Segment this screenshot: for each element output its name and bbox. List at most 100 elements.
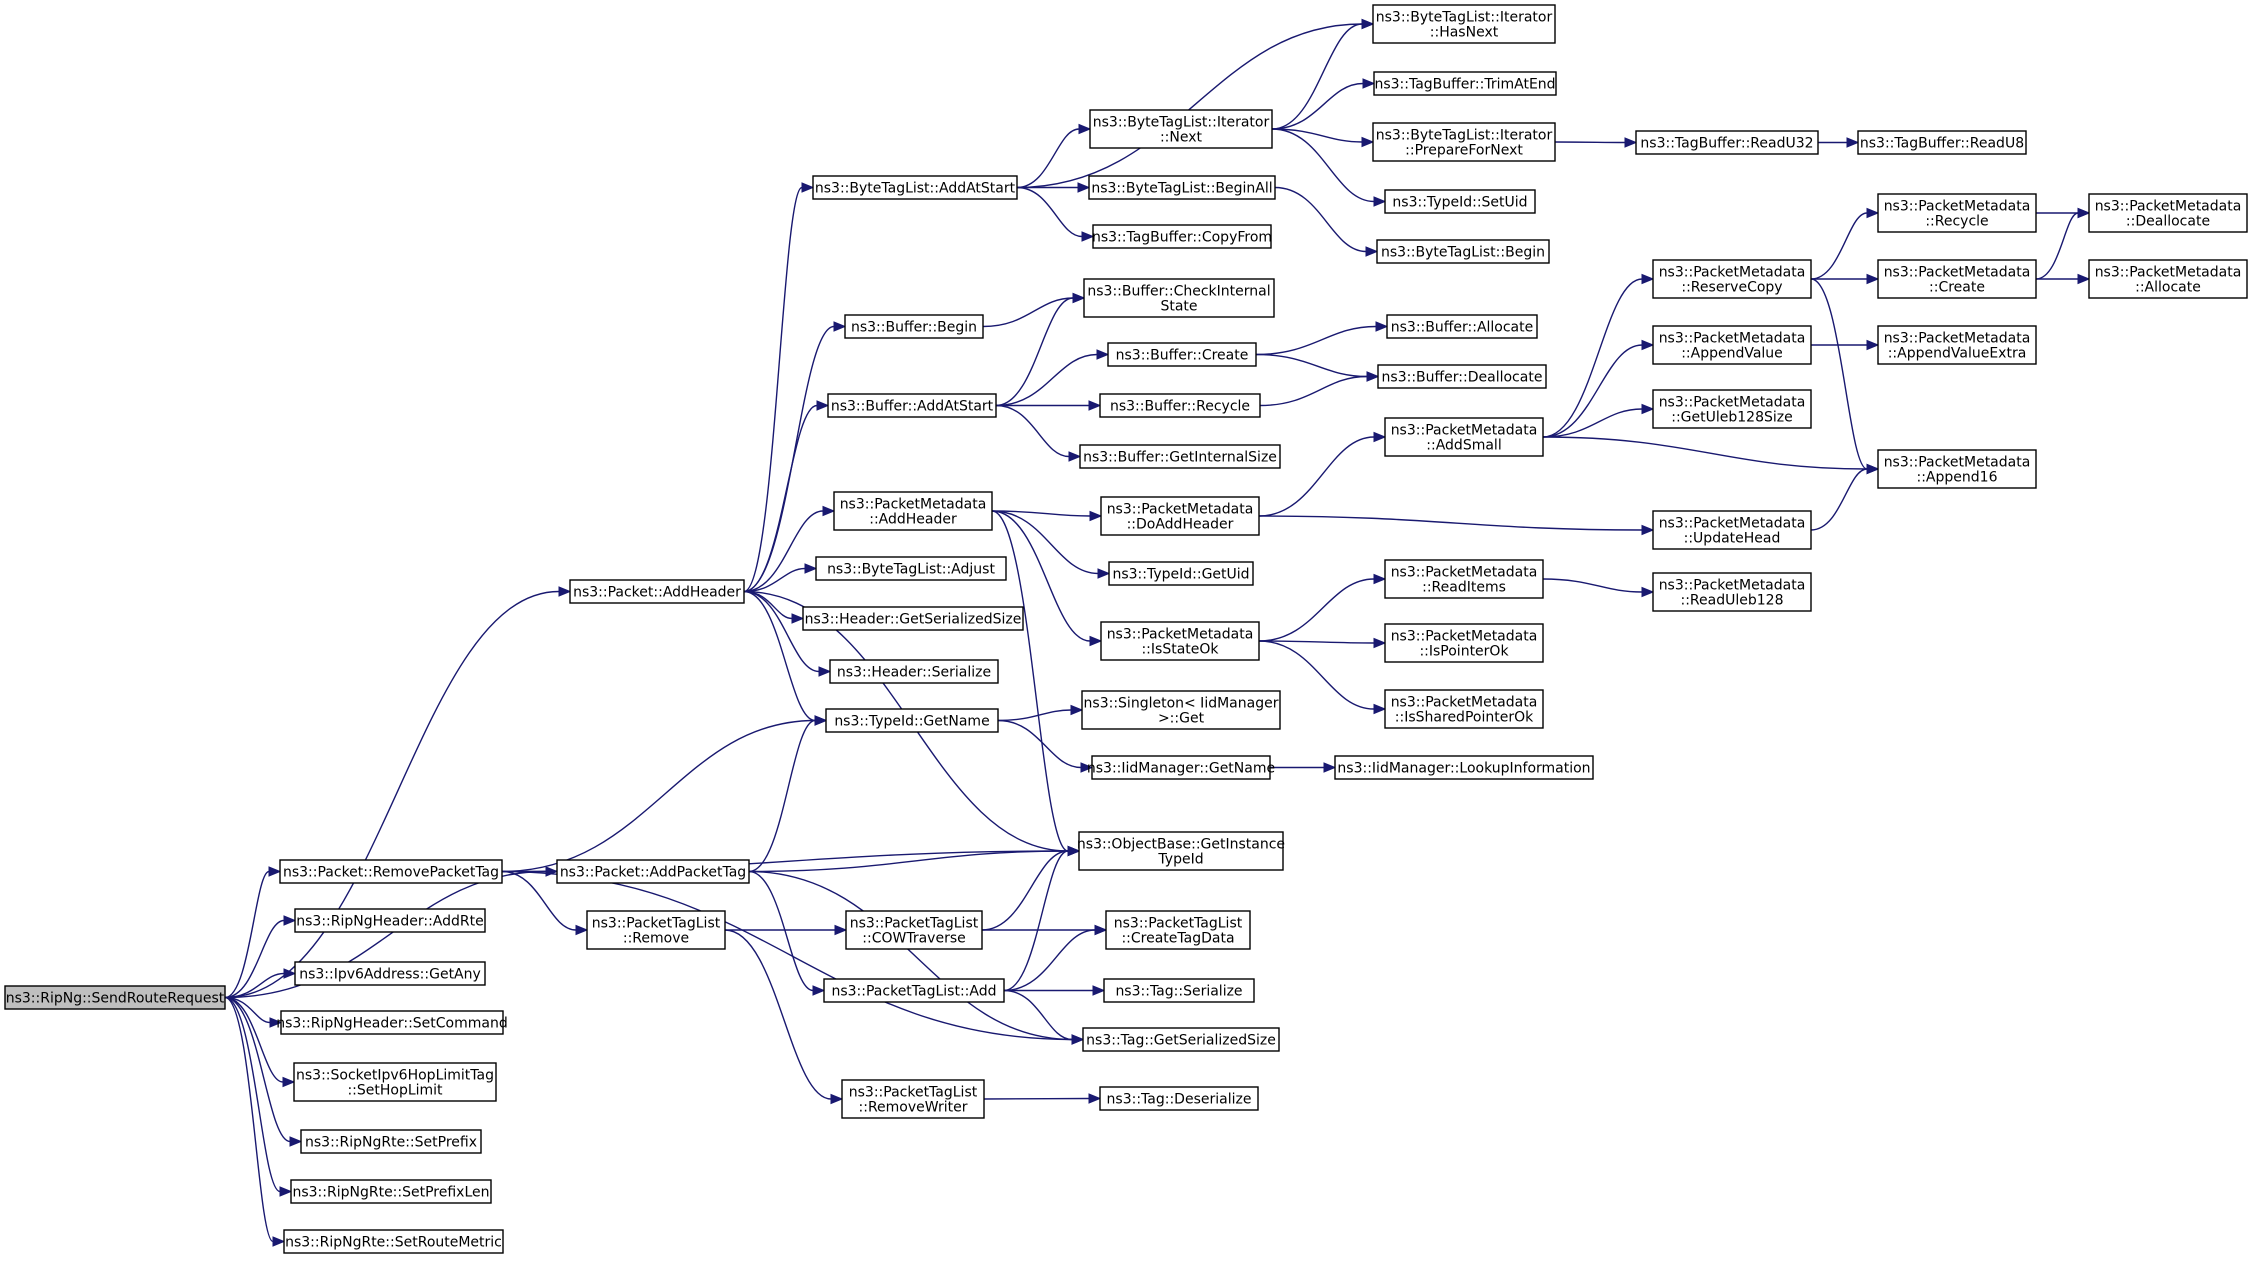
arrowhead-icon [1077, 182, 1091, 193]
node-label-line: ns3::Buffer::Allocate [1391, 320, 1534, 336]
node-packettaglist-remove[interactable]: ns3::PacketTagList::Remove [586, 910, 726, 950]
node-label-line: ns3::RipNgHeader::SetCommand [276, 1016, 507, 1032]
node-bytetaglist-begin[interactable]: ns3::ByteTagList::Begin [1376, 239, 1550, 264]
node-socketipv6hoplimittag-sethoplimit[interactable]: ns3::SocketIpv6HopLimitTag::SetHopLimit [293, 1062, 497, 1102]
node-packetmetadata-appendvalueextra[interactable]: ns3::PacketMetadata::AppendValueExtra [1877, 325, 2037, 365]
call-edge-bytetaglist_iterator_prepareforext-to-tagbuffer_readu32 [1554, 137, 1638, 148]
node-label-line: ns3::TypeId::GetName [834, 714, 989, 730]
node-packetmetadata-create[interactable]: ns3::PacketMetadata::Create [1877, 259, 2037, 299]
node-tagbuffer-copyfrom[interactable]: ns3::TagBuffer::CopyFrom [1092, 224, 1272, 249]
arrowhead-icon [816, 400, 830, 411]
node-buffer-create[interactable]: ns3::Buffer::Create [1107, 342, 1257, 367]
node-packettaglist-cowtraverse[interactable]: ns3::PacketTagList::COWTraverse [845, 910, 983, 950]
call-edge-packetmetadata_doaddheader-to-packetmetadata_addsmall [1258, 431, 1387, 517]
node-packetmetadata-updatehead[interactable]: ns3::PacketMetadata::UpdateHead [1652, 510, 1812, 550]
node-tag-getserializedsize[interactable]: ns3::Tag::GetSerializedSize [1082, 1027, 1280, 1052]
node-label-line: ::COWTraverse [862, 931, 965, 947]
node-ripngheader-addrte[interactable]: ns3::RipNgHeader::AddRte [294, 908, 486, 933]
node-packetmetadata-ispointerok[interactable]: ns3::PacketMetadata::IsPointerOk [1384, 623, 1544, 663]
node-bytetaglist-addatstart[interactable]: ns3::ByteTagList::AddAtStart [812, 175, 1018, 200]
node-iidmanager-getname[interactable]: ns3::IidManager::GetName [1087, 755, 1275, 780]
call-edge-packettaglist_remove-to-packettaglist_cowtraverse [725, 924, 848, 936]
node-buffer-addatstart[interactable]: ns3::Buffer::AddAtStart [827, 393, 997, 418]
node-typeid-setuid[interactable]: ns3::TypeId::SetUid [1384, 189, 1536, 214]
node-packetmetadata-addheader[interactable]: ns3::PacketMetadata::AddHeader [833, 491, 993, 531]
node-box [569, 579, 745, 604]
node-packetmetadata-addsmall[interactable]: ns3::PacketMetadata::AddSmall [1384, 417, 1544, 457]
node-bytetaglist-adjust[interactable]: ns3::ByteTagList::Adjust [815, 556, 1007, 581]
node-packet-addheader[interactable]: ns3::Packet::AddHeader [569, 579, 745, 604]
arrowhead-icon [1366, 371, 1380, 382]
node-label-line: ::GetUleb128Size [1671, 410, 1792, 426]
node-bytetaglist-iterator-prepareforext[interactable]: ns3::ByteTagList::Iterator::PrepareForNe… [1372, 122, 1556, 162]
node-ripngrte-setprefixlen[interactable]: ns3::RipNgRte::SetPrefixLen [290, 1179, 492, 1204]
node-packetmetadata-recycle[interactable]: ns3::PacketMetadata::Recycle [1877, 193, 2037, 233]
node-packetmetadata-isstateok[interactable]: ns3::PacketMetadata::IsStateOk [1100, 621, 1260, 661]
node-label-line: ns3::PacketMetadata [1659, 331, 1806, 347]
node-packettaglist-removewriter[interactable]: ns3::PacketTagList::RemoveWriter [841, 1079, 985, 1119]
node-label-line: ns3::TypeId::SetUid [1392, 195, 1527, 211]
node-bytetaglist-beginall[interactable]: ns3::ByteTagList::BeginAll [1088, 175, 1276, 200]
node-header-serialize[interactable]: ns3::Header::Serialize [829, 659, 999, 684]
node-box [1652, 259, 1812, 299]
node-send-route-request[interactable]: ns3::RipNg::SendRouteRequest [4, 985, 226, 1010]
node-buffer-deallocate[interactable]: ns3::Buffer::Deallocate [1377, 364, 1547, 389]
node-ripngrte-setroutemetric[interactable]: ns3::RipNgRte::SetRouteMetric [283, 1229, 504, 1254]
call-edge-buffer_addatstart-to-buffer_checkinternalstate [995, 292, 1086, 407]
node-label-line: ns3::SocketIpv6HopLimitTag [296, 1068, 494, 1084]
node-tag-deserialize[interactable]: ns3::Tag::Deserialize [1099, 1086, 1259, 1111]
node-packet-removepackettag[interactable]: ns3::Packet::RemovePacketTag [279, 859, 503, 884]
arrowhead-icon [1097, 568, 1111, 579]
node-header-getserializedsize[interactable]: ns3::Header::GetSerializedSize [802, 606, 1024, 631]
node-packetmetadata-reservecopy[interactable]: ns3::PacketMetadata::ReserveCopy [1652, 259, 1812, 299]
arrowhead-icon [1070, 704, 1084, 716]
node-box [293, 1062, 497, 1102]
node-packetmetadata-doaddheader[interactable]: ns3::PacketMetadata::DoAddHeader [1100, 496, 1260, 536]
node-typeid-getname[interactable]: ns3::TypeId::GetName [825, 708, 999, 733]
arrowhead-icon [279, 1186, 293, 1197]
node-buffer-recycle[interactable]: ns3::Buffer::Recycle [1099, 393, 1261, 418]
node-singleton-iidmanager-get[interactable]: ns3::Singleton< IidManager>::Get [1081, 690, 1281, 730]
node-typeid-getuid[interactable]: ns3::TypeId::GetUid [1108, 561, 1254, 586]
node-ripngrte-setprefix[interactable]: ns3::RipNgRte::SetPrefix [300, 1129, 482, 1154]
node-packetmetadata-readuleb128[interactable]: ns3::PacketMetadata::ReadUleb128 [1652, 572, 1812, 612]
node-label-line: ns3::Ipv6Address::GetAny [299, 967, 481, 983]
node-buffer-getinternalsize[interactable]: ns3::Buffer::GetInternalSize [1079, 444, 1281, 469]
node-packetmetadata-deallocate[interactable]: ns3::PacketMetadata::Deallocate [2088, 193, 2248, 233]
node-iidmanager-lookupinformation[interactable]: ns3::IidManager::LookupInformation [1334, 755, 1594, 780]
node-buffer-allocate[interactable]: ns3::Buffer::Allocate [1386, 314, 1538, 339]
node-packetmetadata-getuleb128size[interactable]: ns3::PacketMetadata::GetUleb128Size [1652, 389, 1812, 429]
node-packetmetadata-append16[interactable]: ns3::PacketMetadata::Append16 [1877, 449, 2037, 489]
node-packettaglist-createtagdata[interactable]: ns3::PacketTagList::CreateTagData [1105, 910, 1251, 950]
node-packetmetadata-allocate[interactable]: ns3::PacketMetadata::Allocate [2088, 259, 2248, 299]
arrowhead-icon [1641, 273, 1655, 285]
call-edge-packetmetadata_addsmall-to-packetmetadata_reservecopy [1542, 273, 1655, 438]
node-packettaglist-add[interactable]: ns3::PacketTagList::Add [823, 978, 1005, 1003]
call-edge-packet_removepackettag-to-typeid_getname [501, 715, 828, 873]
node-packetmetadata-issharedpointerok[interactable]: ns3::PacketMetadata::IsSharedPointerOk [1384, 689, 1544, 729]
call-edge-send_route_request-to-packet_addheader [224, 586, 572, 999]
node-box [290, 1179, 492, 1204]
node-packetmetadata-readitems[interactable]: ns3::PacketMetadata::ReadItems [1384, 559, 1544, 599]
node-tagbuffer-trimatend[interactable]: ns3::TagBuffer::TrimAtEnd [1373, 71, 1557, 96]
node-packet-addpackettag[interactable]: ns3::Packet::AddPacketTag [556, 859, 750, 884]
node-ipv6address-getany[interactable]: ns3::Ipv6Address::GetAny [294, 961, 486, 986]
node-ripngheader-setcommand[interactable]: ns3::RipNgHeader::SetCommand [276, 1010, 508, 1035]
node-packetmetadata-appendvalue[interactable]: ns3::PacketMetadata::AppendValue [1652, 325, 1812, 365]
node-label-line: ns3::PacketTagList::Add [831, 984, 996, 1000]
node-bytetaglist-iterator-next[interactable]: ns3::ByteTagList::Iterator::Next [1089, 109, 1273, 149]
node-label-line: ns3::RipNgRte::SetPrefixLen [292, 1185, 489, 1201]
arrowhead-icon [822, 505, 836, 517]
node-label-line: ns3::Tag::Deserialize [1107, 1092, 1252, 1108]
node-buffer-begin[interactable]: ns3::Buffer::Begin [844, 314, 984, 339]
node-bytetaglist-iterator-hasnext[interactable]: ns3::ByteTagList::Iterator::HasNext [1372, 4, 1556, 44]
arrowhead-icon [1078, 123, 1092, 135]
arrowhead-icon [1361, 18, 1375, 30]
node-tag-serialize[interactable]: ns3::Tag::Serialize [1103, 978, 1255, 1003]
node-tagbuffer-readu32[interactable]: ns3::TagBuffer::ReadU32 [1635, 130, 1819, 155]
node-label-line: ns3::PacketMetadata [840, 497, 987, 513]
node-box [1083, 278, 1275, 318]
node-tagbuffer-readu8[interactable]: ns3::TagBuffer::ReadU8 [1857, 130, 2027, 155]
